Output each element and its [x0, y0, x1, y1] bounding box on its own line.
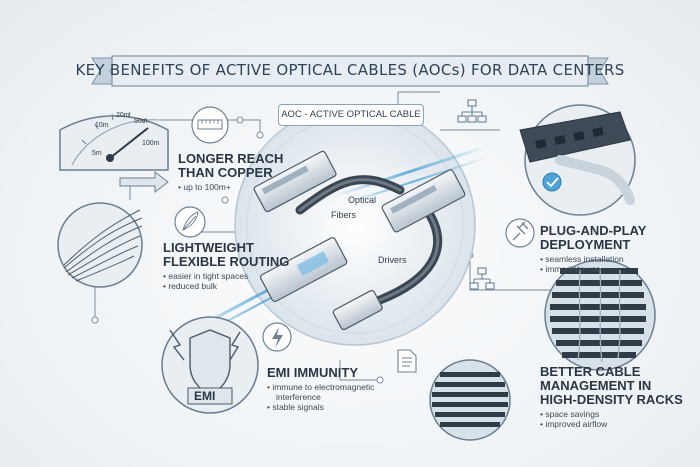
fibers-label: Fibers: [331, 210, 357, 220]
fiber-bundle: [57, 202, 143, 288]
lightweight-bullet-2: • reduced bulk: [163, 281, 218, 291]
server-rack-left: [429, 359, 511, 441]
longer-reach-title-1: LONGER REACH: [178, 151, 284, 166]
document-icon: [397, 349, 417, 373]
gauge-tick-10m: 10m: [95, 122, 109, 129]
plug-play-title-2: DEPLOYMENT: [540, 237, 631, 252]
lightweight-title-2: FLEXIBLE ROUTING: [163, 254, 290, 269]
speed-gauge: [59, 111, 169, 194]
emi-title: EMI IMMUNITY: [267, 365, 358, 380]
cable-mgmt-title-3: HIGH-DENSITY RACKS: [540, 392, 683, 407]
plug-play-bullet-2: • immediate use: [540, 264, 601, 274]
lightweight-title-1: LIGHTWEIGHT: [163, 240, 254, 255]
network-icon-right: [469, 267, 495, 290]
cable-mgmt-bullet-2: • improved airflow: [540, 419, 608, 429]
longer-reach-title-2: THAN COPPER: [178, 165, 273, 180]
gauge-tick-100m: 100m: [142, 140, 160, 147]
gauge-tick-50m: 50m: [134, 118, 148, 125]
title-banner: [91, 55, 609, 87]
feather-icon: [174, 206, 206, 238]
plug-icon: [505, 218, 535, 248]
gauge-tick-5m: 5m: [92, 150, 102, 157]
cable-mgmt-bullet-1: • space savings: [540, 409, 600, 419]
emi-bullet-1: • immune to electromagnetic: [267, 382, 375, 392]
emi-bullet-2: • stable signals: [267, 402, 324, 412]
page-title: KEY BENEFITS OF ACTIVE OPTICAL CABLES (A…: [75, 61, 625, 79]
network-icon-top: [457, 99, 487, 123]
drivers-label: Drivers: [378, 255, 407, 265]
longer-reach-bullet-1: • up to 100m+: [178, 182, 231, 192]
aoc-cable: [253, 150, 466, 331]
optical-label: Optical: [348, 195, 377, 205]
cable-mgmt-title-1: BETTER CABLE: [540, 364, 641, 379]
emi-bullet-1-cont: interference: [276, 392, 321, 402]
server-rack: [544, 259, 656, 371]
aoc-label: AOC - ACTIVE OPTICAL CABLE: [278, 104, 424, 126]
plug-play-illustration: [519, 104, 636, 216]
plug-play-bullet-1: • seamless installation: [540, 254, 624, 264]
plug-play-title-1: PLUG-AND-PLAY: [540, 223, 647, 238]
ruler-icon: [191, 106, 229, 144]
emi-badge: EMI: [194, 389, 216, 403]
lightweight-bullet-1: • easier in tight spaces: [163, 271, 249, 281]
gauge-tick-20m: 20m: [116, 112, 130, 119]
emi-shield: [161, 316, 259, 414]
cable-mgmt-title-2: MANAGEMENT IN: [540, 378, 652, 393]
lightning-icon: [262, 322, 292, 352]
